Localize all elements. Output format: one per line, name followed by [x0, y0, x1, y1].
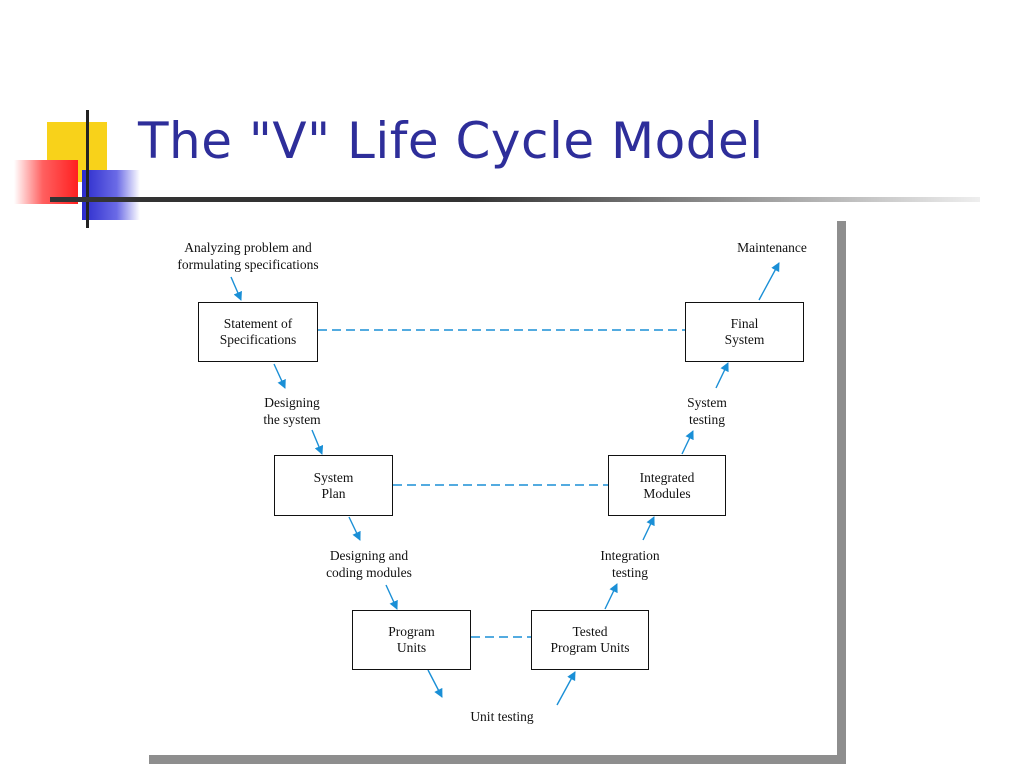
label-unit-testing: Unit testing — [470, 709, 534, 724]
box-system-plan: System Plan — [274, 455, 393, 516]
arrow-to-maintenance — [758, 262, 780, 301]
arrow-to-system-plan — [311, 429, 324, 455]
arrow-to-designing-coding — [348, 516, 361, 541]
arrow-to-unit-testing — [427, 669, 443, 698]
page-title: The "V" Life Cycle Model — [138, 112, 764, 170]
arrow-to-tested-units — [556, 671, 576, 706]
arrow-to-designing-system — [273, 363, 286, 389]
box-integrated-modules: Integrated Modules — [608, 455, 726, 516]
label-analyzing-problem: Analyzing problem and formulating specif… — [177, 240, 319, 272]
label-integration-testing: Integration testing — [600, 548, 660, 580]
logo-red-square — [14, 160, 78, 204]
box-tested-program-units: Tested Program Units — [531, 610, 649, 670]
arrow-to-system-testing — [681, 430, 694, 455]
logo-blue-square — [82, 170, 140, 220]
label-maintenance: Maintenance — [737, 240, 807, 255]
label-designing-coding: Designing and coding modules — [326, 548, 412, 580]
title-underline — [50, 197, 980, 202]
box-program-units: Program Units — [352, 610, 471, 670]
label-designing-system: Designing the system — [263, 395, 321, 427]
arrow-to-final — [715, 362, 729, 389]
box-statement-of-specifications: Statement of Specifications — [198, 302, 318, 362]
box-final-system: Final System — [685, 302, 804, 362]
arrow-to-integration-testing — [604, 583, 618, 610]
arrow-to-integrated — [642, 516, 655, 541]
logo-vertical-line — [86, 110, 89, 228]
label-system-testing: System testing — [687, 395, 727, 427]
arrow-to-program-units — [385, 584, 398, 610]
arrow-to-statement — [230, 276, 242, 301]
